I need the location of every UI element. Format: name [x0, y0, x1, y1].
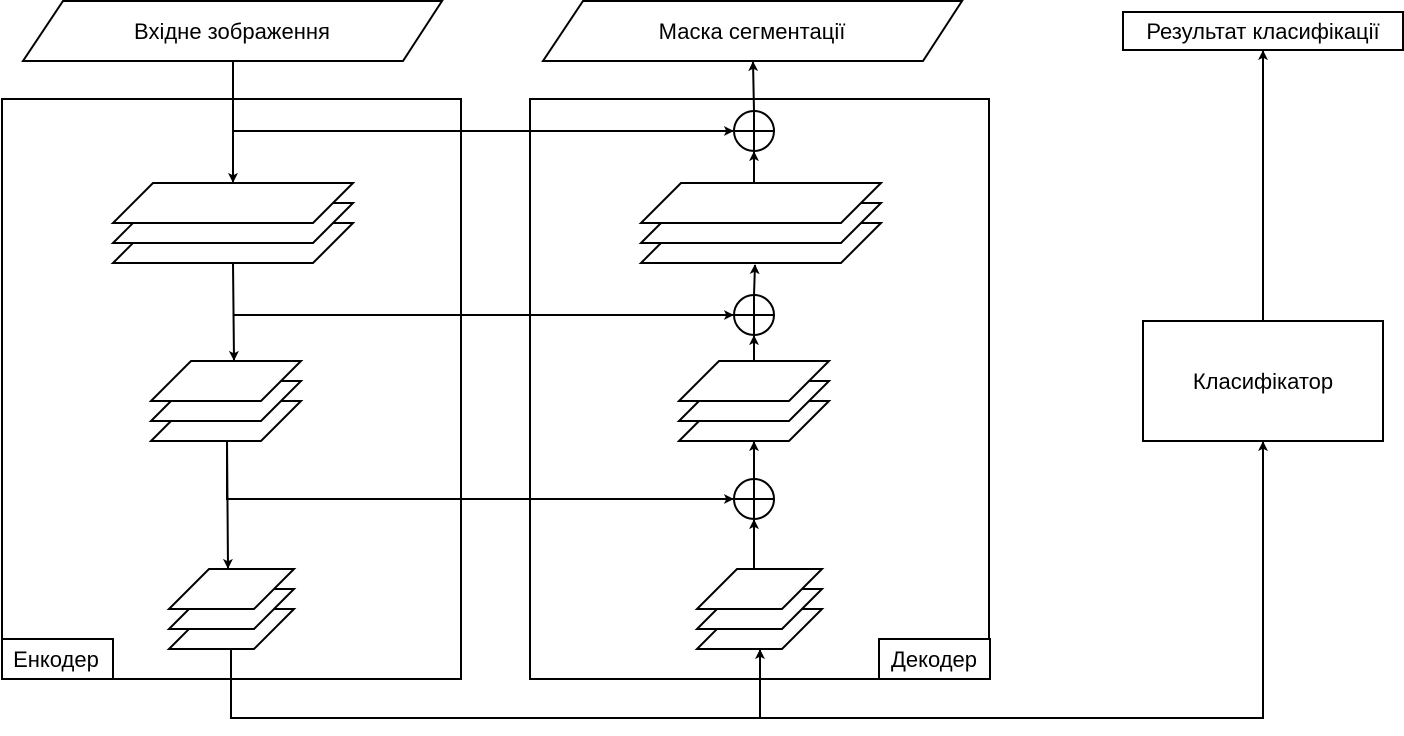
decoder-connectors — [748, 61, 760, 569]
input-image-node: Вхідне зображення — [21, 0, 444, 62]
encoder-label: Енкодер — [13, 647, 99, 672]
classification-result-label: Результат класифікації — [1146, 19, 1379, 44]
classifier-node: Класифікатор — [1142, 320, 1384, 442]
encoder-tag: Енкодер — [1, 638, 114, 680]
classification-result-node: Результат класифікації — [1122, 11, 1404, 51]
input-image-label: Вхідне зображення — [134, 19, 330, 44]
decoder-tag: Декодер — [878, 638, 991, 680]
decoder-label: Декодер — [891, 647, 977, 672]
sum-node-top — [733, 110, 775, 152]
sum-node-bottom — [733, 478, 775, 520]
encoder-feature-stack-2 — [148, 360, 304, 442]
encoder-feature-stack-3 — [166, 568, 297, 650]
decoder-feature-stack-3 — [694, 568, 825, 650]
segmentation-mask-node: Маска сегментації — [541, 0, 964, 62]
segmentation-mask-label: Маска сегментації — [659, 19, 846, 44]
decoder-feature-stack-2 — [676, 360, 832, 442]
sum-node-middle — [733, 294, 775, 336]
skip-connections — [226, 126, 734, 504]
decoder-feature-stack-1 — [638, 182, 884, 264]
encoder-feature-stack-1 — [110, 182, 356, 264]
bottleneck-connectors — [230, 50, 1268, 719]
classifier-label: Класифікатор — [1193, 369, 1333, 394]
